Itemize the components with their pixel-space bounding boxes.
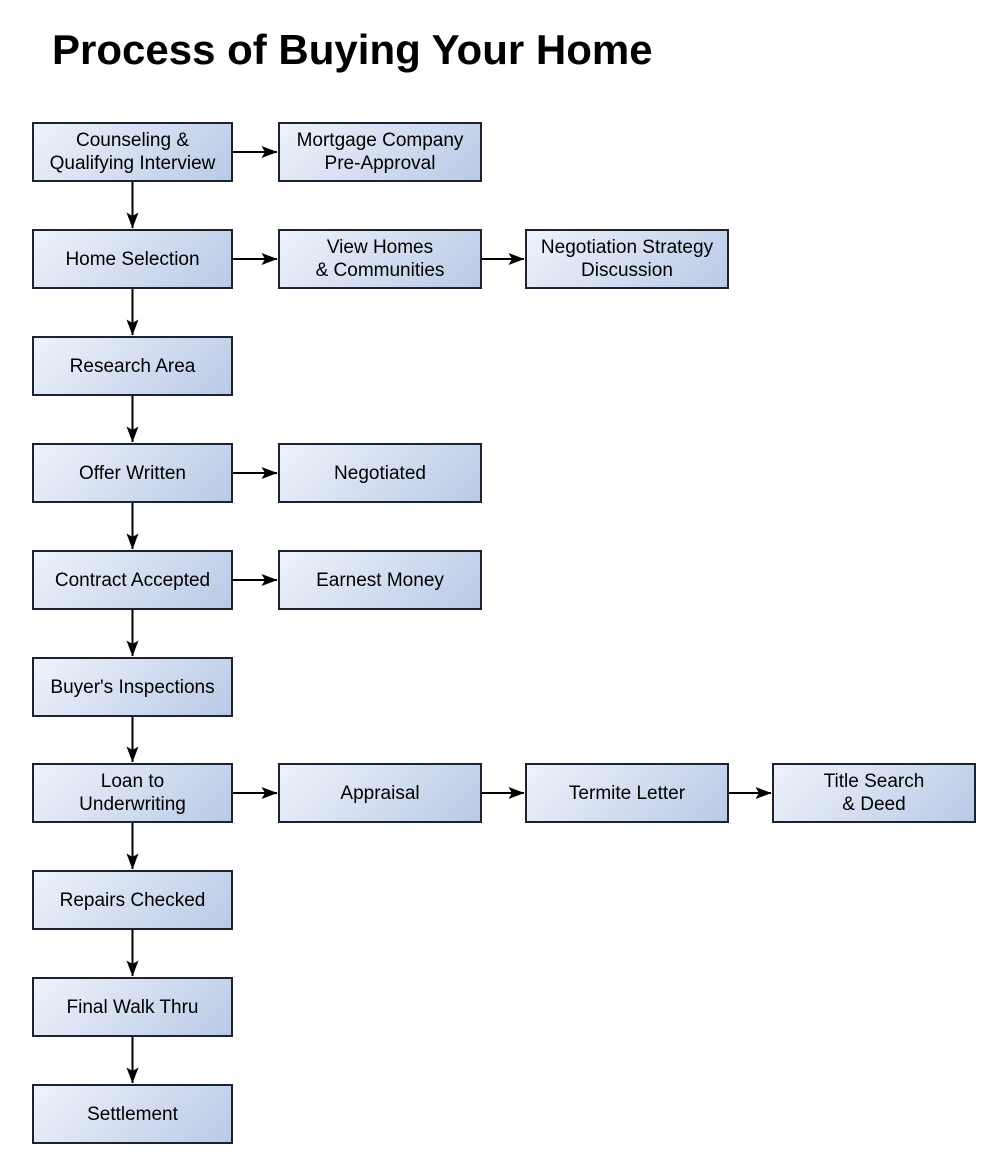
node-offer-written: Offer Written [32, 443, 233, 503]
node-label: Negotiated [334, 462, 426, 484]
node-settlement: Settlement [32, 1084, 233, 1144]
node-label: Mortgage Company Pre-Approval [296, 130, 464, 174]
node-counseling-qualifying-interview: Counseling & Qualifying Interview [32, 122, 233, 182]
node-label: Contract Accepted [54, 569, 211, 591]
node-label: Negotiation Strategy Discussion [540, 237, 714, 281]
node-label: Research Area [69, 355, 196, 377]
node-contract-accepted: Contract Accepted [32, 550, 233, 610]
node-research-area: Research Area [32, 336, 233, 396]
node-loan-to-underwriting: Loan to Underwriting [32, 763, 233, 823]
node-label: Final Walk Thru [66, 996, 199, 1018]
node-final-walk-thru: Final Walk Thru [32, 977, 233, 1037]
node-label: View Homes & Communities [315, 237, 445, 281]
node-termite-letter: Termite Letter [525, 763, 729, 823]
node-label: Repairs Checked [59, 889, 206, 911]
node-label: Loan to Underwriting [79, 771, 186, 815]
node-buyers-inspections: Buyer's Inspections [32, 657, 233, 717]
node-label: Offer Written [79, 462, 186, 484]
node-label: Settlement [87, 1103, 178, 1125]
node-home-selection: Home Selection [32, 229, 233, 289]
page-title: Process of Buying Your Home [52, 26, 653, 73]
node-appraisal: Appraisal [278, 763, 482, 823]
node-label: Counseling & Qualifying Interview [49, 130, 216, 174]
node-label: Home Selection [65, 248, 200, 270]
node-view-homes-communities: View Homes & Communities [278, 229, 482, 289]
node-negotiated: Negotiated [278, 443, 482, 503]
node-title-search-deed: Title Search & Deed [772, 763, 976, 823]
node-repairs-checked: Repairs Checked [32, 870, 233, 930]
node-label: Buyer's Inspections [50, 676, 215, 698]
node-negotiation-strategy-discussion: Negotiation Strategy Discussion [525, 229, 729, 289]
node-mortgage-company-pre-approval: Mortgage Company Pre-Approval [278, 122, 482, 182]
node-earnest-money: Earnest Money [278, 550, 482, 610]
node-label: Appraisal [340, 782, 420, 804]
node-label: Title Search & Deed [823, 771, 925, 815]
node-label: Earnest Money [316, 569, 444, 591]
node-label: Termite Letter [568, 782, 686, 804]
